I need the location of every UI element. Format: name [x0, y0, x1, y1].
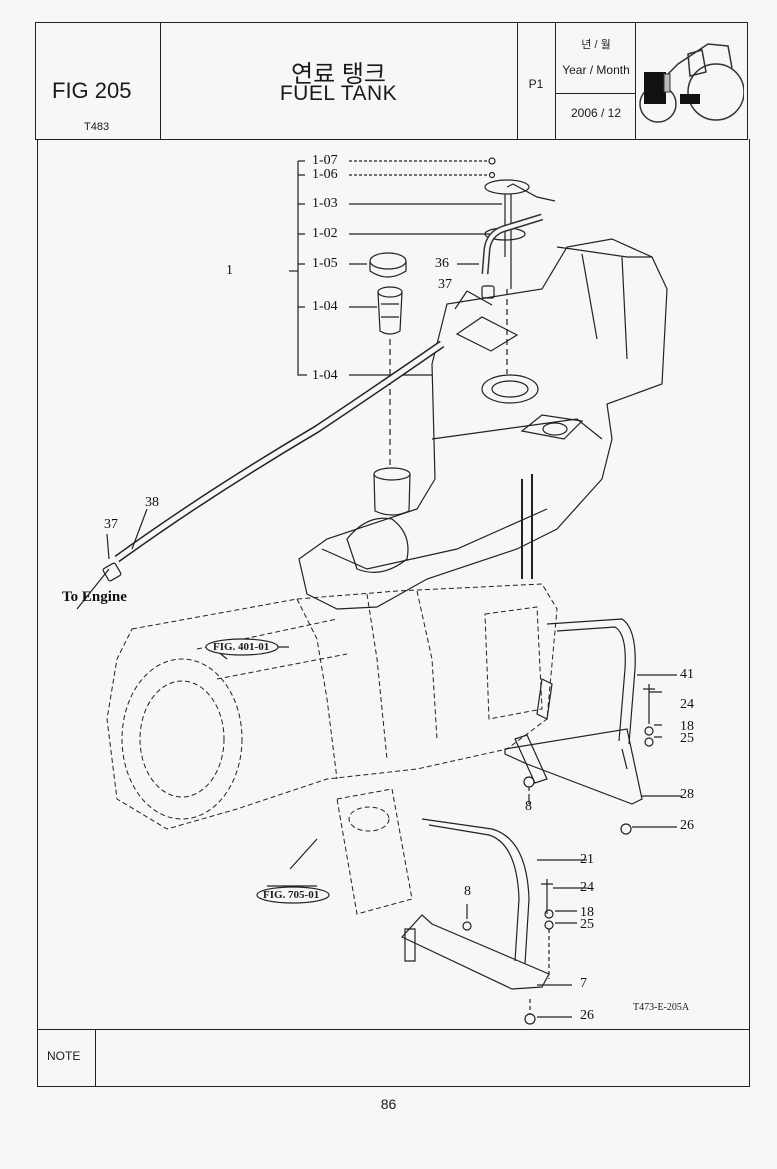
callout-24-front: 24 [580, 880, 594, 895]
header-divider [555, 23, 556, 139]
model-code: T483 [84, 121, 110, 133]
ref-oval-705 [256, 886, 330, 904]
callout-21: 21 [580, 852, 594, 867]
callout-1-04-tank: 1-04 [312, 368, 338, 383]
callout-38: 38 [145, 495, 159, 510]
callout-1-06: 1-06 [312, 167, 338, 182]
note-label: NOTE [47, 1049, 81, 1063]
callout-25-rear: 25 [680, 731, 694, 746]
year-month-korean: 년 / 월 [581, 39, 611, 51]
callout-37-hose-clip: 37 [104, 517, 118, 532]
to-engine-label: To Engine [62, 589, 127, 605]
title-korean: 연료 탱크 [291, 61, 386, 88]
drawing-frame [37, 139, 750, 1029]
ref-fig-401: FIG. 401-01 [213, 641, 270, 653]
note-divider [95, 1030, 96, 1086]
callout-37-pipe-clip: 37 [438, 277, 452, 292]
callout-7: 7 [580, 976, 587, 991]
callout-25-front: 25 [580, 917, 594, 932]
page-number: 86 [380, 1096, 397, 1112]
fig-label: FIG 205 [52, 78, 132, 103]
assembly-bracket-line [297, 161, 307, 376]
callout-1-03: 1-03 [312, 196, 338, 211]
ref-fig-705: FIG. 705-01 [263, 889, 320, 901]
year-month-value: 2006 / 12 [570, 106, 622, 120]
callout-1: 1 [226, 263, 233, 278]
tractor-icon [639, 43, 744, 123]
header-frame [35, 22, 748, 140]
callout-18-front: 18 [580, 905, 594, 920]
ref-oval-401 [205, 638, 279, 656]
callout-41: 41 [680, 667, 694, 682]
callout-24-rear: 24 [680, 697, 694, 712]
year-month-label: Year / Month [562, 63, 630, 77]
header-divider [635, 23, 636, 139]
callout-8-rear: 8 [525, 799, 532, 814]
callout-8-front: 8 [464, 884, 471, 899]
note-frame [37, 1029, 750, 1087]
callout-26-front: 26 [580, 1008, 594, 1023]
page-code: P1 [528, 77, 544, 91]
header-divider [555, 93, 635, 94]
header-divider [160, 23, 161, 139]
title-english: FUEL TANK [279, 82, 398, 105]
fuel-tank-exploded-diagram [76, 157, 682, 1025]
callout-1-02: 1-02 [312, 226, 338, 241]
callout-1-07: 1-07 [312, 153, 338, 168]
callout-18-rear: 18 [680, 719, 694, 734]
header-divider [517, 23, 518, 139]
callout-1-05: 1-05 [312, 256, 338, 271]
drawing-code: T473-E-205A [633, 1002, 690, 1013]
callout-28: 28 [680, 787, 694, 802]
callout-1-04-strainer: 1-04 [312, 299, 338, 314]
leader-line [454, 290, 493, 310]
callout-26-rear: 26 [680, 818, 694, 833]
callout-36: 36 [435, 256, 449, 271]
